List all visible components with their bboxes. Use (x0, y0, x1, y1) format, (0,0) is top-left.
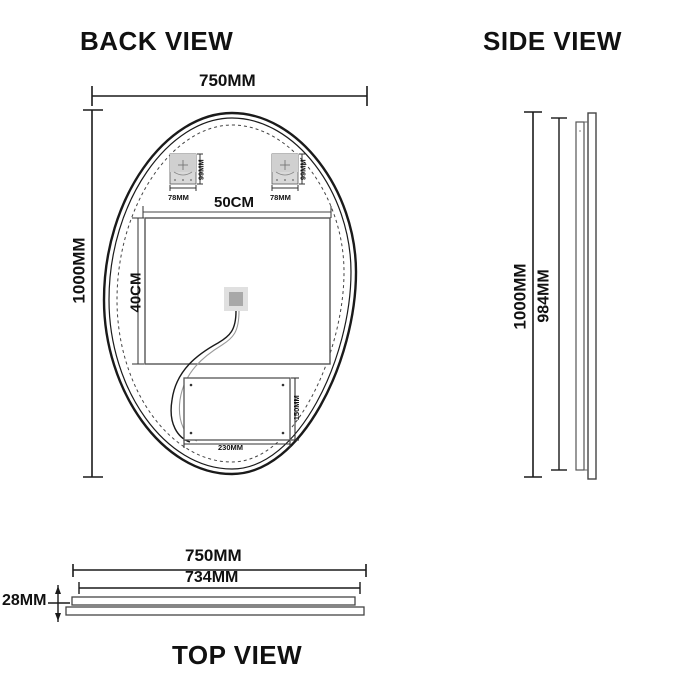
demister-left-width-label: 78MM (168, 193, 189, 202)
side-profile-inner-bar (575, 121, 585, 471)
top-profile-outer-bar (65, 606, 365, 616)
driver-box-screws (189, 383, 285, 435)
top-profile-inner-bar (71, 596, 356, 606)
top-inner-width-label: 734MM (185, 569, 239, 586)
back-height-label: 1000MM (69, 237, 89, 304)
driver-box-width-label: 230MM (218, 443, 244, 452)
top-outer-width-label: 750MM (185, 546, 242, 565)
back-width-label: 750MM (199, 71, 256, 90)
driver-box-height-label: 150MM (291, 395, 301, 421)
side-inner-height-label: 984MM (535, 269, 553, 323)
top-thickness-label: 28MM (2, 592, 47, 609)
demister-left-height-label: 99MM (196, 159, 206, 181)
sensor-cable-primary (170, 310, 237, 443)
thickness-arrow-up (55, 586, 61, 594)
panel-width-label: 50CM (214, 194, 255, 211)
back-view-title: BACK VIEW (80, 26, 234, 56)
mirror-outline-inner-solid (108, 117, 352, 470)
sensor-cable-secondary (178, 310, 240, 442)
top-thickness-dimension (48, 585, 70, 622)
top-view-title: TOP VIEW (172, 640, 303, 670)
touch-sensor (224, 287, 248, 311)
mirror-outline-dashed (116, 124, 345, 463)
panel-height-label: 40CM (127, 272, 145, 313)
side-profile-outer-bar (587, 112, 597, 480)
demister-right-height-label: 99MM (298, 159, 308, 181)
side-view-title: SIDE VIEW (483, 26, 622, 56)
driver-box-rect (183, 377, 291, 441)
mirror-panel-rect (144, 217, 331, 365)
thickness-arrow-down (55, 613, 61, 621)
side-profile-marker-dot (579, 130, 581, 132)
side-inner-height-dimension (551, 117, 567, 471)
demister-right-width-label: 78MM (270, 193, 291, 202)
side-outer-height-label: 1000MM (510, 263, 530, 330)
